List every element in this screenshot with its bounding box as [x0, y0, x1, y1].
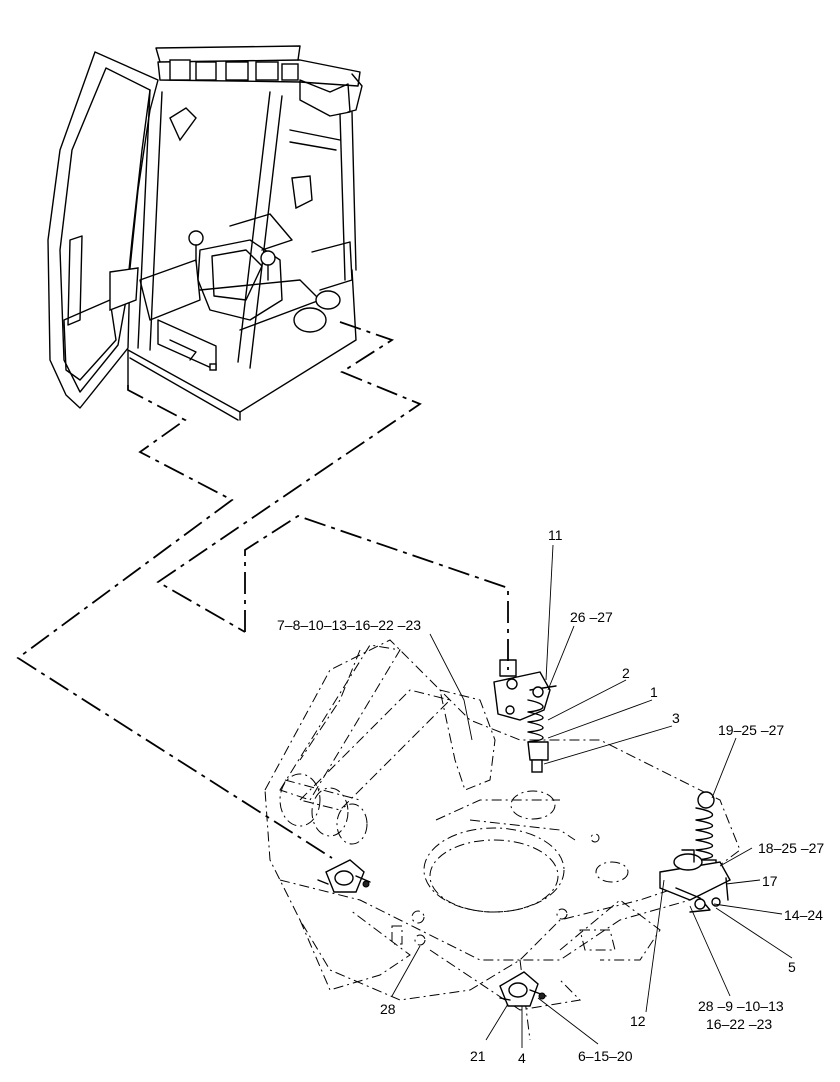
callout-7-8-10-13-16-22-23: 7–8–10–13–16–22 –23 [277, 617, 421, 633]
operator-cab [47, 45, 363, 421]
callout-14-24: 14–24 [784, 907, 823, 923]
routing-lines [16, 321, 509, 859]
callout-21: 21 [470, 1048, 486, 1064]
leader-lines [391, 544, 793, 1048]
callout-11: 11 [548, 527, 563, 543]
callout-19-25-27: 19–25 –27 [718, 722, 784, 738]
callout-labels: 11 26 –27 7–8–10–13–16–22 –23 2 1 3 19–2… [277, 527, 824, 1066]
callout-2: 2 [622, 665, 630, 681]
callout-28-9-10-13: 28 –9 –10–13 [698, 998, 784, 1014]
callout-6-15-20: 6–15–20 [578, 1048, 633, 1064]
mount-left [317, 859, 371, 893]
callout-18-25-27: 18–25 –27 [758, 840, 824, 856]
callout-17: 17 [762, 873, 778, 889]
mount-bottom [499, 971, 547, 1007]
callout-16-22-23: 16–22 –23 [706, 1016, 772, 1032]
callout-5: 5 [788, 959, 796, 975]
callout-1: 1 [650, 684, 658, 700]
callout-28: 28 [380, 1001, 396, 1017]
callout-3: 3 [672, 710, 680, 726]
mount-front [493, 659, 557, 773]
callout-26-27: 26 –27 [570, 609, 613, 625]
callout-12: 12 [630, 1013, 646, 1029]
callout-4: 4 [518, 1050, 526, 1066]
mount-rear-right [659, 791, 731, 913]
